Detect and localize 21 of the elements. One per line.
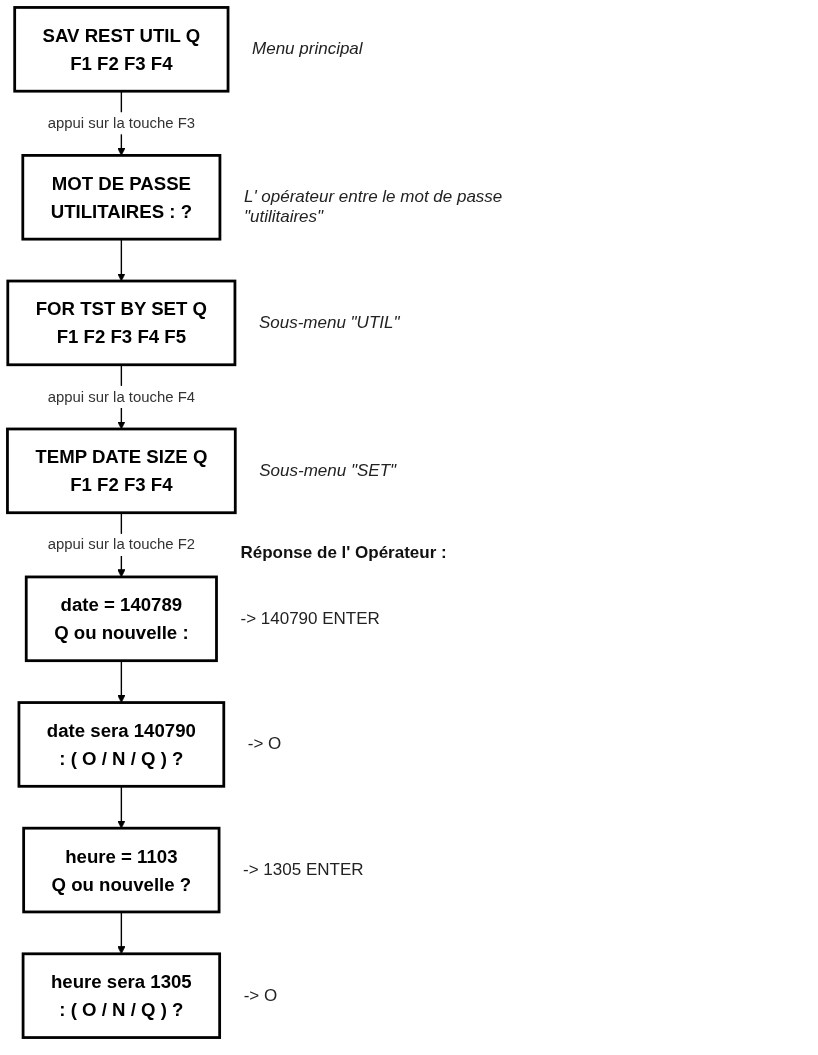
node-box: heure = 1103 Q ou nouvelle ? [22, 826, 221, 914]
node-box: TEMP DATE SIZE Q F1 F2 F3 F4 [6, 427, 237, 515]
node-box: date = 140789 Q ou nouvelle : [24, 575, 218, 663]
step-note: Sous-menu "UTIL" [258, 312, 401, 333]
node-box: FOR TST BY SET Q F1 F2 F3 F4 F5 [6, 279, 237, 367]
step-note: Sous-menu "SET" [259, 460, 398, 481]
edge-label: appui sur la touche F4 [47, 388, 196, 405]
node-box: date sera 140790 : ( O / N / Q ) ? [17, 701, 226, 788]
node-box: heure sera 1305 : ( O / N / Q ) ? [21, 952, 222, 1039]
operator-response: -> O [247, 734, 283, 755]
node-box: MOT DE PASSE UTILITAIRES : ? [21, 154, 222, 241]
arrow [117, 660, 126, 703]
operator-response: -> O [243, 985, 279, 1006]
operator-response: -> 140790 ENTER [240, 608, 381, 629]
edge-label: appui sur la touche F3 [47, 114, 196, 131]
step-note: Menu principal [252, 39, 364, 60]
column-heading: Réponse de l' Opérateur : [240, 542, 448, 563]
edge-label: appui sur la touche F2 [47, 536, 196, 553]
node-box: SAV REST UTIL Q F1 F2 F3 F4 [13, 6, 230, 93]
step-note: L' opérateur entre le mot de passe "utilitaires" [243, 187, 504, 228]
operator-response: -> 1305 ENTER [243, 860, 365, 881]
